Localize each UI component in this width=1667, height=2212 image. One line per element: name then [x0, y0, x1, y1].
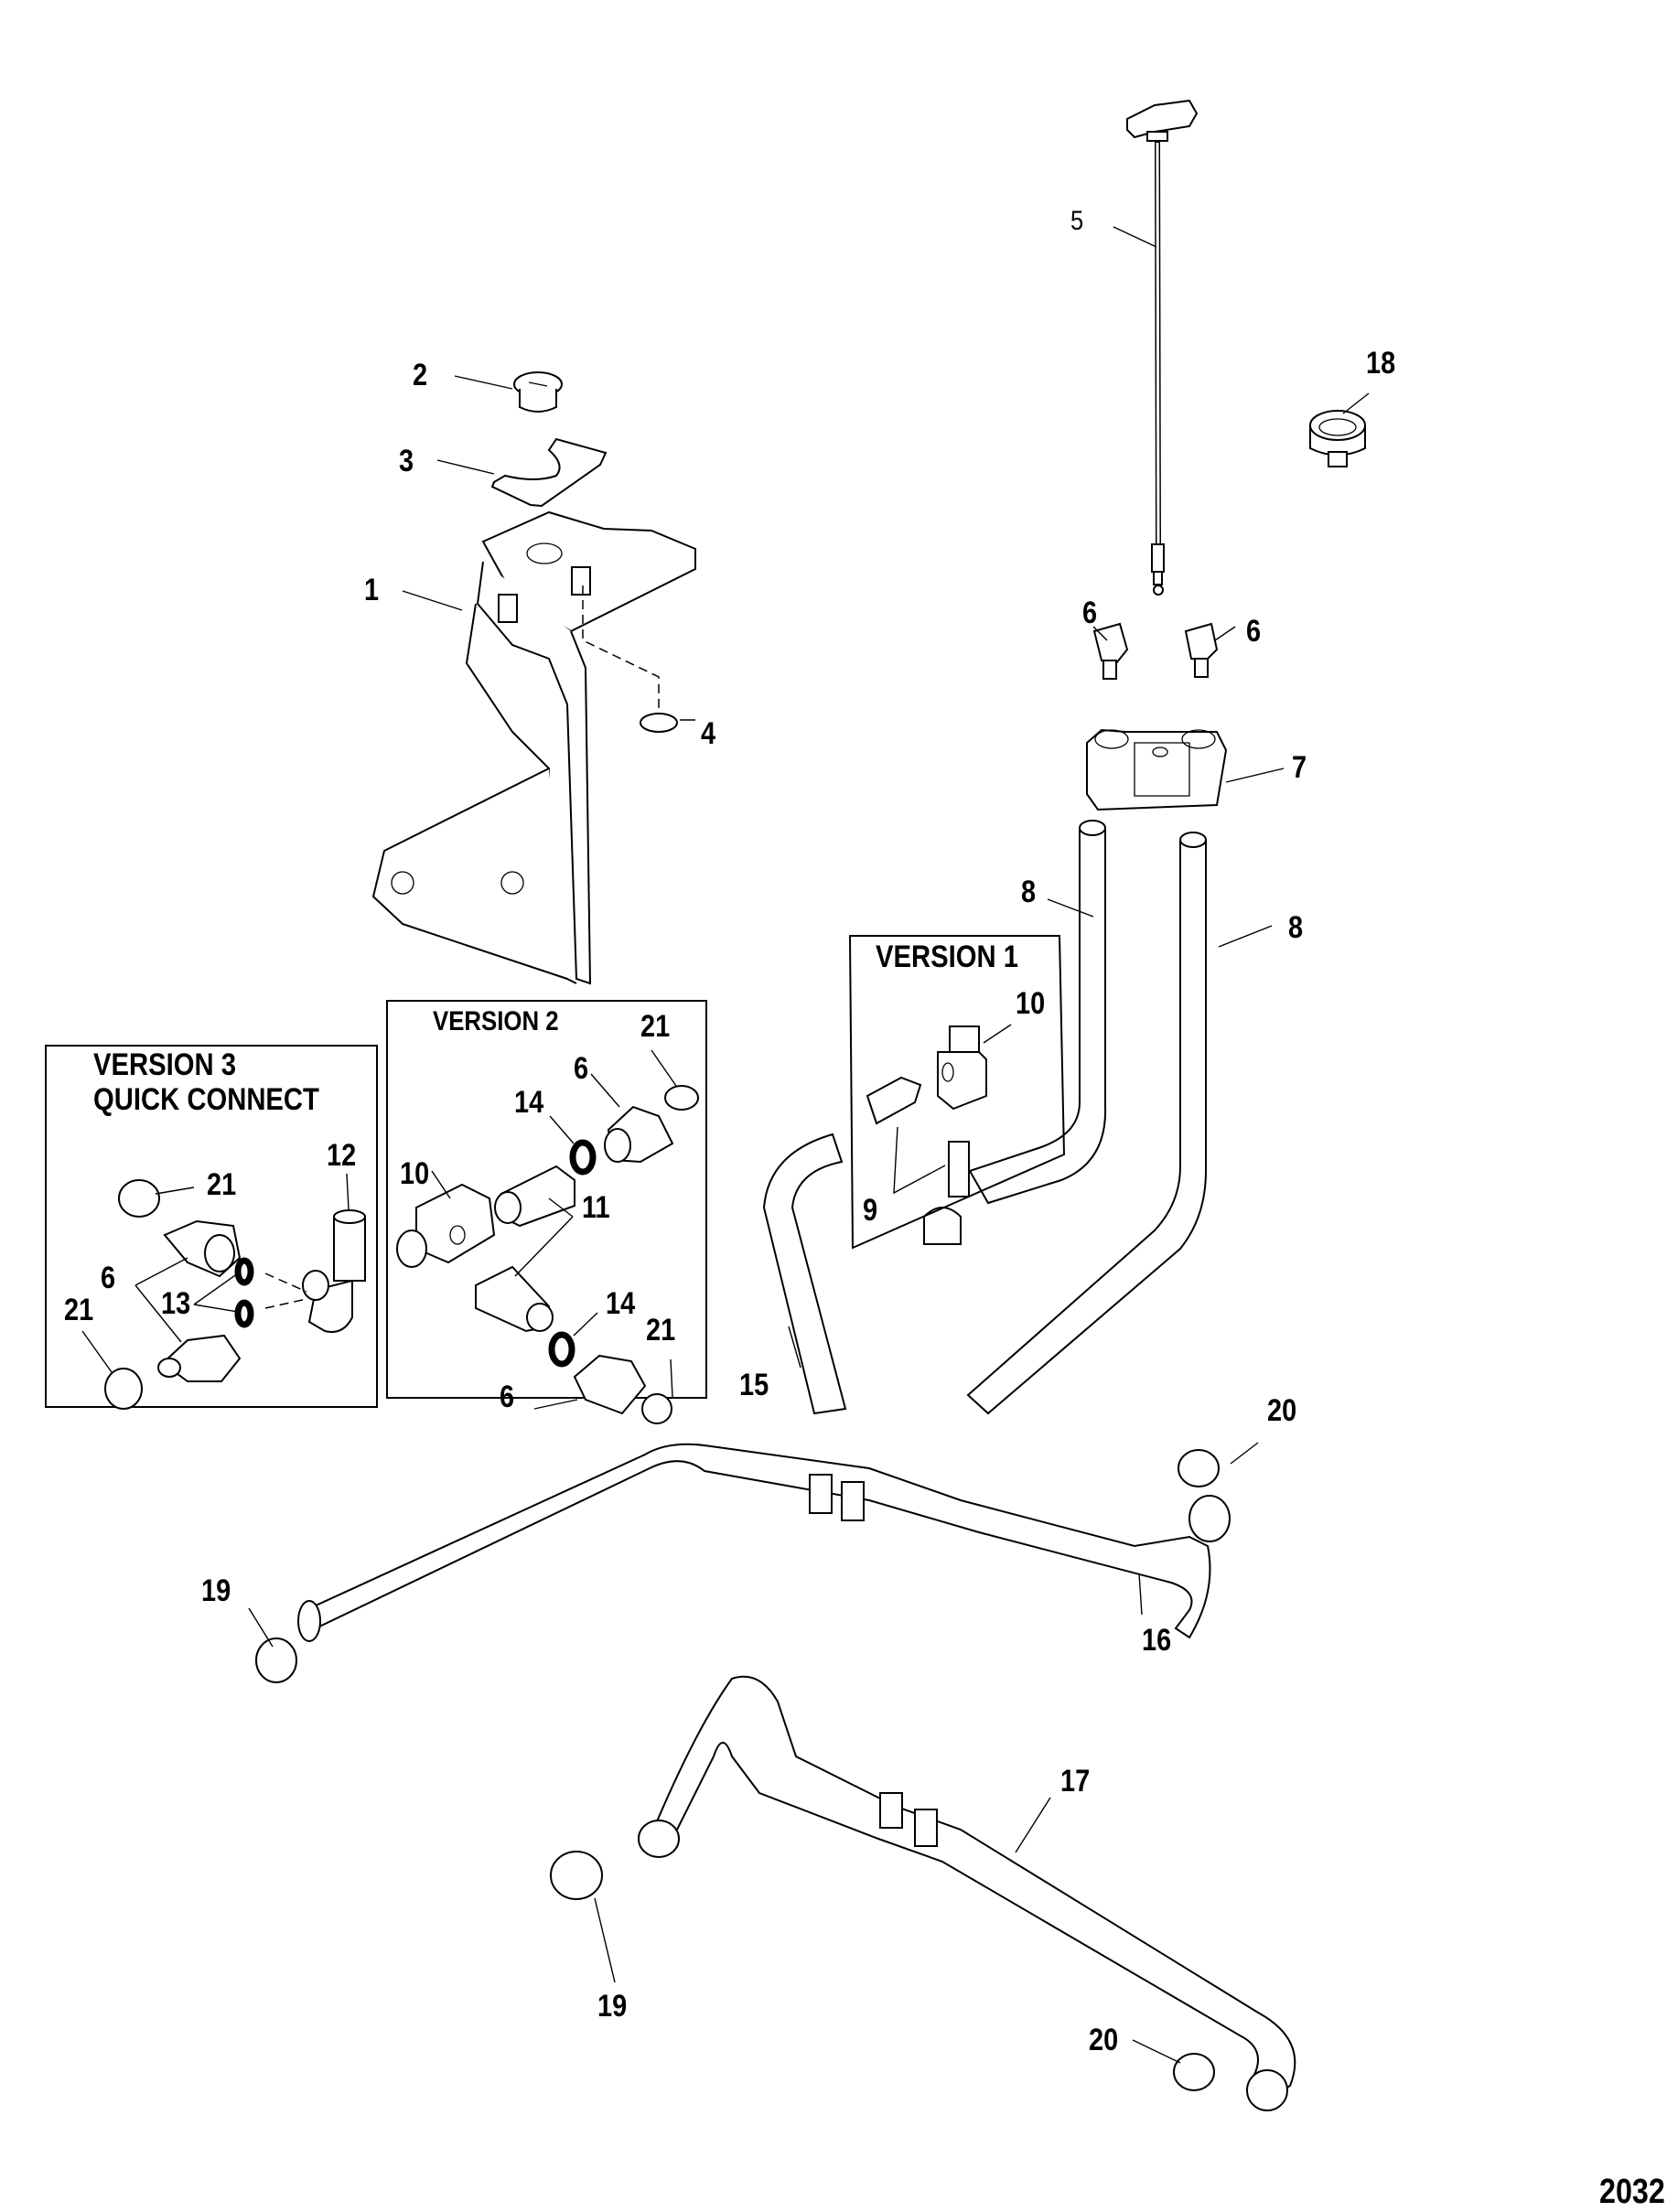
callout-6-v2-upper: 6	[574, 1051, 589, 1086]
callout-8-right: 8	[1288, 910, 1304, 945]
callout-21-v3-lower: 21	[64, 1293, 94, 1327]
callout-15: 15	[739, 1368, 769, 1402]
callout-5: 5	[1070, 206, 1084, 236]
hose-8-left-part	[968, 820, 1107, 1205]
version-3-title-line2: QUICK CONNECT	[93, 1082, 319, 1117]
clamp-19-upper-part	[255, 1638, 297, 1683]
fitting-right-part	[1184, 622, 1219, 678]
v1-hose-fitting-b-part	[948, 1141, 970, 1197]
callout-20-lower: 20	[1089, 2023, 1119, 2057]
figure-number: 2032	[1599, 2173, 1665, 2211]
washer-part	[640, 713, 678, 733]
callout-21-v3-upper: 21	[207, 1167, 237, 1202]
hose-holder-part	[1086, 728, 1228, 811]
clamp-20-lower-part	[1173, 2053, 1215, 2091]
callout-10-v2: 10	[400, 1156, 430, 1191]
callout-2: 2	[413, 358, 428, 392]
callout-3: 3	[399, 444, 414, 478]
callout-6-v2-lower: 6	[500, 1380, 515, 1414]
callout-9: 9	[863, 1193, 878, 1228]
v2-oring-upper	[569, 1139, 597, 1176]
callout-11: 11	[582, 1190, 610, 1225]
v3-clamp-lower-part	[104, 1368, 143, 1410]
v2-adapter-lower-part	[475, 1265, 554, 1333]
version-1-title: VERSION 1	[876, 940, 1018, 974]
callout-10-v1: 10	[1016, 986, 1046, 1021]
v3-qc-lower-part	[157, 1334, 242, 1382]
callout-7: 7	[1292, 750, 1307, 785]
leader-lines	[81, 226, 1370, 2064]
version-2-box	[386, 1000, 707, 1399]
version-1-box	[848, 935, 1066, 1250]
callout-13: 13	[161, 1286, 191, 1321]
hose-8-right-part	[966, 832, 1207, 1415]
callout-12: 12	[327, 1138, 357, 1173]
clamp-20-upper-part	[1178, 1449, 1220, 1487]
v3-qc-upper-part	[163, 1219, 242, 1278]
cap-part	[1309, 410, 1366, 467]
v2-clamp-upper-part	[664, 1085, 699, 1111]
version-3-box	[45, 1045, 378, 1408]
callout-17: 17	[1060, 1764, 1091, 1799]
callout-4: 4	[701, 716, 716, 751]
clamp-19-lower-part	[550, 1851, 603, 1900]
callout-18: 18	[1366, 346, 1396, 381]
fitting-left-part	[1092, 622, 1129, 680]
callout-20-upper: 20	[1267, 1393, 1297, 1428]
callout-8-left: 8	[1021, 875, 1037, 909]
bracket-part	[371, 510, 696, 985]
callout-14-lower: 14	[606, 1286, 636, 1321]
v3-clamp-upper-part	[118, 1179, 160, 1218]
hose-stub-part	[923, 1207, 962, 1245]
v2-qc-lower-part	[573, 1354, 647, 1415]
drain-hose-17-part	[638, 1675, 1296, 2111]
version-3-title-line1: VERSION 3	[93, 1047, 236, 1082]
v2-qc-upper-part	[604, 1105, 674, 1164]
v1-tee-block-part	[937, 1025, 987, 1111]
v2-clamp-lower-part	[641, 1393, 672, 1424]
v2-adapter-upper-part	[494, 1165, 575, 1228]
gasket-part	[490, 437, 608, 508]
drain-hose-16-part	[297, 1443, 1231, 1642]
v1-hose-fitting-a-part	[866, 1076, 922, 1125]
callout-16: 16	[1142, 1623, 1172, 1658]
v3-oring-lower	[234, 1299, 254, 1328]
v3-elbow-tee-part	[302, 1209, 366, 1333]
callout-19-lower: 19	[597, 1989, 628, 2024]
callout-21-v2-lower: 21	[646, 1313, 676, 1348]
hose-15-part	[762, 1133, 847, 1415]
callout-6-left: 6	[1082, 596, 1098, 630]
v2-oring-lower	[548, 1331, 575, 1368]
dipstick-part	[1126, 99, 1199, 596]
v2-tee-block-part	[396, 1183, 496, 1268]
callout-19-upper: 19	[201, 1573, 231, 1608]
callout-6-right: 6	[1246, 614, 1262, 649]
callout-21-v2-upper: 21	[640, 1009, 671, 1044]
callout-14-upper: 14	[514, 1085, 544, 1120]
plug-part	[513, 371, 563, 413]
callout-1: 1	[364, 573, 380, 607]
version-2-title: VERSION 2	[433, 1006, 559, 1036]
callout-6-v3: 6	[101, 1261, 116, 1295]
v3-oring-upper	[234, 1257, 254, 1286]
